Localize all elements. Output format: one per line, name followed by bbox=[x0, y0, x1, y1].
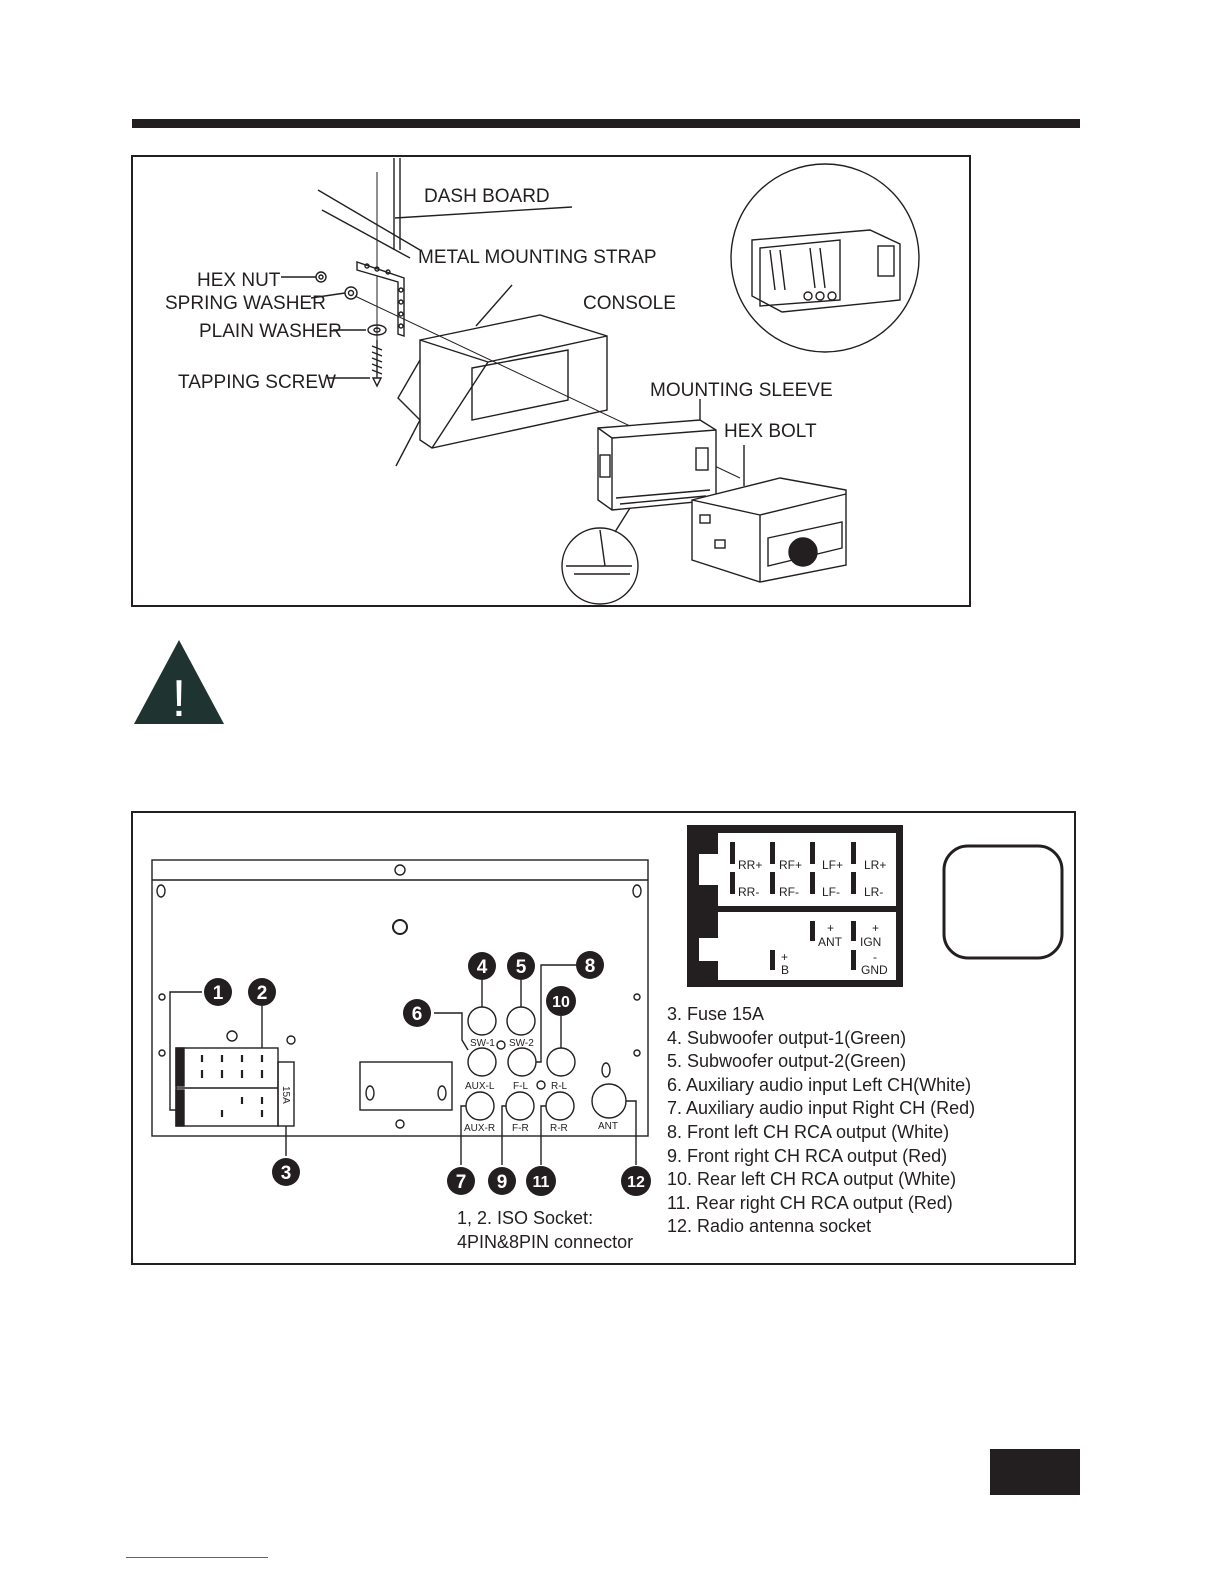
label-hex-bolt: HEX BOLT bbox=[724, 421, 817, 442]
iso-pin-b: B bbox=[781, 963, 789, 977]
callout-10: 10 bbox=[552, 994, 570, 1011]
legend-item: 7. Auxiliary audio input Right CH (Red) bbox=[667, 1098, 976, 1119]
iso-pin-lr-plus: LR+ bbox=[864, 858, 886, 872]
mounting-diagram-frame bbox=[131, 155, 971, 607]
iso-pin-rf-minus: RF- bbox=[779, 885, 799, 899]
fuse-label: 15A bbox=[280, 1086, 291, 1104]
legend-item: 4. Subwoofer output-1(Green) bbox=[667, 1027, 907, 1048]
iso-pin-rf-plus: RF+ bbox=[779, 858, 802, 872]
callout-1: 1 bbox=[213, 983, 224, 1004]
callout-8: 8 bbox=[585, 956, 596, 977]
callout-7: 7 bbox=[456, 1172, 467, 1193]
legend-item: 3. Fuse 15A bbox=[667, 1004, 765, 1024]
warning-symbol: ! bbox=[172, 670, 186, 726]
iso-socket-note: 1, 2. ISO Socket: 4PIN&8PIN connector bbox=[457, 1207, 633, 1254]
iso-pin-lf-plus: LF+ bbox=[822, 858, 843, 872]
connector-legend: 3. Fuse 15A 4. Subwoofer output-1(Green)… bbox=[667, 1003, 975, 1239]
iso-note-line1: 1, 2. ISO Socket: bbox=[457, 1208, 594, 1228]
label-hex-nut: HEX NUT bbox=[197, 270, 281, 291]
callout-5: 5 bbox=[516, 957, 527, 978]
iso-connector-diagram: RR+ RF+ LF+ LR+ RR- RF- LF- LR- + ANT + … bbox=[687, 825, 903, 987]
jack-label-rr: R-R bbox=[550, 1123, 568, 1134]
label-console: CONSOLE bbox=[583, 293, 676, 314]
iso-pin-gnd: GND bbox=[861, 963, 888, 977]
iso-pin-rr-minus: RR- bbox=[738, 885, 759, 899]
legend-item: 5. Subwoofer output-2(Green) bbox=[667, 1051, 907, 1072]
iso-note-line2: 4PIN&8PIN connector bbox=[457, 1231, 634, 1252]
warning-icon: ! bbox=[134, 640, 224, 726]
callout-3: 3 bbox=[281, 1163, 292, 1184]
callout-6: 6 bbox=[412, 1004, 423, 1025]
iso-pin-ant: ANT bbox=[818, 935, 843, 949]
legend-item: 6. Auxiliary audio input Left CH(White) bbox=[667, 1074, 972, 1095]
header-rule bbox=[132, 119, 1080, 128]
legend-item: 11. Rear right CH RCA output (Red) bbox=[667, 1192, 953, 1213]
jack-label-sw2: SW-2 bbox=[509, 1038, 534, 1049]
jack-label-rl: R-L bbox=[551, 1081, 568, 1092]
label-dash-board: DASH BOARD bbox=[424, 186, 550, 207]
iso-pin-gnd-sign: - bbox=[873, 950, 877, 964]
iso-pin-ign: IGN bbox=[860, 935, 881, 949]
jack-label-ant: ANT bbox=[598, 1121, 618, 1132]
jack-label-sw1: SW-1 bbox=[470, 1038, 495, 1049]
callout-9: 9 bbox=[497, 1172, 508, 1193]
legend-item: 8. Front left CH RCA output (White) bbox=[667, 1121, 950, 1142]
blank-rounded-box bbox=[942, 844, 1064, 960]
iso-pin-rr-plus: RR+ bbox=[738, 858, 762, 872]
jack-label-aux-l: AUX-L bbox=[465, 1081, 495, 1092]
iso-pin-ign-sign: + bbox=[872, 921, 879, 935]
iso-pin-b-sign: + bbox=[781, 950, 788, 964]
label-metal-mounting-strap: METAL MOUNTING STRAP bbox=[418, 247, 657, 268]
legend-item: 12. Radio antenna socket bbox=[667, 1216, 872, 1237]
callout-12: 12 bbox=[627, 1174, 645, 1191]
footer-link-underline bbox=[126, 1557, 268, 1558]
iso-pin-ant-sign: + bbox=[827, 921, 834, 935]
rear-panel-frame bbox=[131, 811, 1076, 1265]
label-plain-washer: PLAIN WASHER bbox=[199, 321, 342, 342]
jack-label-aux-r: AUX-R bbox=[464, 1123, 495, 1134]
jack-label-fl: F-L bbox=[513, 1081, 528, 1092]
jack-label-fr: F-R bbox=[512, 1123, 529, 1134]
page-number-tab bbox=[990, 1449, 1080, 1495]
callout-2: 2 bbox=[257, 983, 268, 1004]
iso-pin-lf-minus: LF- bbox=[822, 885, 840, 899]
legend-item: 10. Rear left CH RCA output (White) bbox=[667, 1169, 957, 1190]
callout-4: 4 bbox=[477, 957, 488, 978]
label-tapping-screw: TAPPING SCREW bbox=[178, 372, 336, 393]
label-mounting-sleeve: MOUNTING SLEEVE bbox=[650, 380, 833, 401]
callout-11: 11 bbox=[533, 1174, 550, 1191]
iso-pin-lr-minus: LR- bbox=[864, 885, 883, 899]
label-spring-washer: SPRING WASHER bbox=[165, 293, 326, 314]
legend-item: 9. Front right CH RCA output (Red) bbox=[667, 1145, 948, 1166]
